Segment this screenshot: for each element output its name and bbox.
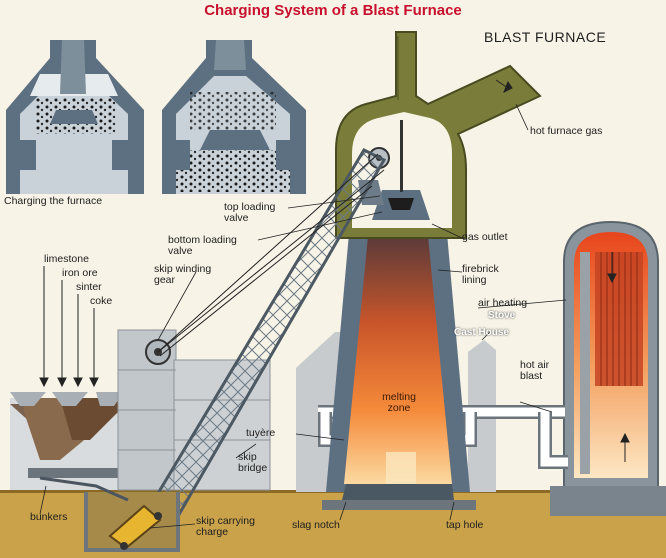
label-tuyere: tuyère bbox=[246, 427, 276, 439]
label-skip-bridge: skip bridge bbox=[238, 451, 268, 474]
page-title: Charging System of a Blast Furnace bbox=[204, 2, 462, 19]
label-coke: coke bbox=[90, 295, 113, 307]
diagram-heading: BLAST FURNACE bbox=[484, 29, 607, 45]
label-hot-furnace-gas: hot furnace gas bbox=[530, 125, 603, 137]
label-iron-ore: iron ore bbox=[62, 267, 98, 279]
furnace-top bbox=[335, 31, 542, 239]
flow-arrows bbox=[495, 79, 630, 462]
charging-inset-open bbox=[6, 40, 144, 194]
label-top-loading-valve: top loading valve bbox=[224, 201, 276, 224]
label-firebrick-lining: firebrick lining bbox=[462, 263, 499, 286]
label-bunkers: bunkers bbox=[30, 511, 68, 523]
label-cast-house: Cast House bbox=[454, 327, 510, 338]
label-melting-zone: melting zone bbox=[382, 391, 416, 414]
label-bottom-loading-valve: bottom loading valve bbox=[168, 234, 237, 257]
label-tap-hole: tap hole bbox=[446, 519, 484, 531]
material-arrows bbox=[39, 266, 99, 388]
label-limestone: limestone bbox=[44, 253, 89, 265]
label-air-heating: air heating bbox=[478, 297, 528, 309]
hot-blast-stove bbox=[550, 220, 666, 516]
label-skip-carrying-charge: skip carrying charge bbox=[196, 515, 255, 538]
label-sinter: sinter bbox=[76, 281, 102, 293]
leader-lines bbox=[39, 103, 567, 529]
inset-caption: Charging the furnace bbox=[4, 195, 103, 207]
label-hot-air-blast: hot air blast bbox=[520, 359, 550, 382]
raw-material-bunkers bbox=[10, 392, 148, 490]
label-slag-notch: slag notch bbox=[292, 519, 340, 531]
skip-pit bbox=[39, 476, 180, 552]
label-gas-outlet: gas outlet bbox=[462, 231, 508, 243]
label-stove: Stove bbox=[488, 310, 516, 321]
charging-inset-dropping bbox=[162, 40, 306, 194]
label-skip-winding-gear: skip winding gear bbox=[154, 263, 212, 286]
furnace-shaft bbox=[322, 222, 476, 510]
